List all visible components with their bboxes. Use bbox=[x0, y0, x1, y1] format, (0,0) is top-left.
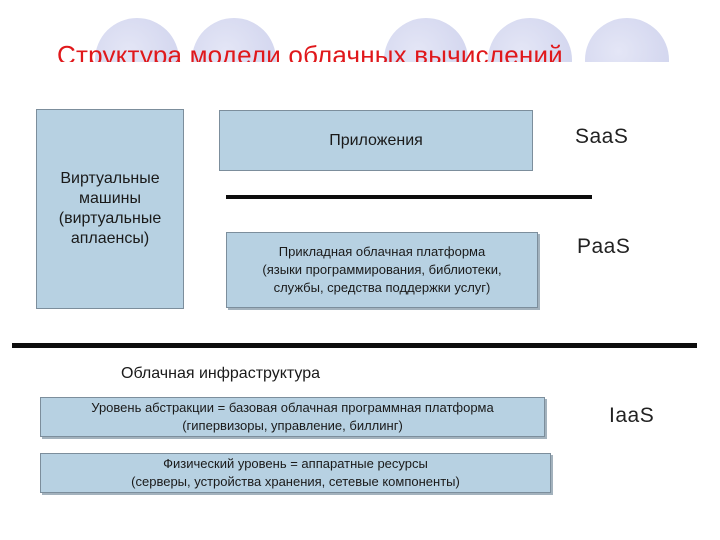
iaas-label: IaaS bbox=[609, 404, 655, 427]
abstraction-layer-box: Уровень абстракции = базовая облачная пр… bbox=[40, 397, 545, 437]
paas-label: PaaS bbox=[577, 235, 631, 258]
saas-label: SaaS bbox=[575, 125, 629, 148]
abstraction-layer-label: Уровень абстракции = базовая облачная пр… bbox=[91, 400, 494, 433]
platform-label: Прикладная облачная платформа (языки про… bbox=[262, 244, 502, 295]
physical-layer-box: Физический уровень = аппаратные ресурсы … bbox=[40, 453, 551, 493]
header-band: Структура модели облачных вычислений bbox=[0, 0, 720, 62]
physical-layer-label: Физический уровень = аппаратные ресурсы … bbox=[131, 456, 460, 489]
decorative-circle bbox=[585, 18, 669, 62]
applications-label: Приложения bbox=[329, 131, 423, 149]
virtual-machines-box: Виртуальные машины (виртуальные аплаенсы… bbox=[36, 109, 184, 309]
infrastructure-divider bbox=[12, 343, 697, 348]
slide-title: Структура модели облачных вычислений bbox=[57, 40, 563, 62]
saas-paas-divider bbox=[226, 195, 592, 199]
infrastructure-label: Облачная инфраструктура bbox=[121, 365, 321, 382]
virtual-machines-label: Виртуальные машины (виртуальные аплаенсы… bbox=[58, 170, 162, 247]
platform-box: Прикладная облачная платформа (языки про… bbox=[226, 232, 538, 308]
applications-box: Приложения bbox=[219, 110, 533, 171]
